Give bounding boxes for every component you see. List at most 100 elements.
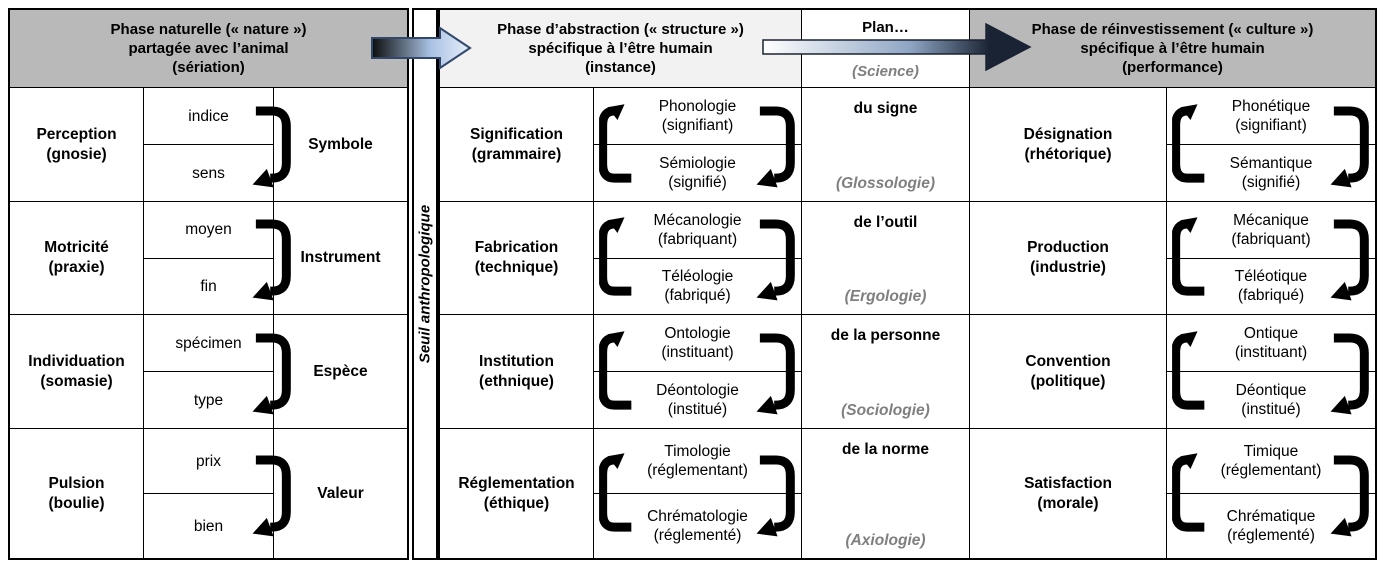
category-title: Motricité (44, 239, 109, 256)
anthropological-threshold-strip: Seuil anthropologique (412, 8, 438, 560)
category-subtitle: (industrie) (1030, 259, 1106, 276)
header-line: (instance) (585, 59, 656, 76)
culture-pair-cell: Timique (réglementant) Chrématique (régl… (1167, 429, 1375, 558)
nature-pair-cell: prix bien (144, 429, 274, 558)
category-subtitle: (éthique) (483, 494, 550, 512)
pair-bottom-label: type (193, 391, 224, 409)
transition-arrow-nature-to-structure-icon (371, 26, 472, 70)
pair-bottom-sublabel: (réglementé) (653, 527, 742, 544)
category-subtitle: (praxie) (48, 259, 105, 276)
category-subtitle: (politique) (1030, 372, 1106, 390)
plan-object-label: du signe (853, 100, 918, 117)
pair-bottom: sens (144, 145, 273, 201)
pair-top: moyen (144, 202, 273, 259)
culture-category-cell: Convention (politique) (970, 315, 1167, 429)
category-title: Pulsion (48, 474, 105, 492)
pair-top-label: prix (196, 452, 221, 470)
pair-bottom: Déontologie (institué) (594, 372, 801, 428)
nature-pair-cell: spécimen type (144, 315, 274, 429)
plan-object-label: de la norme (842, 441, 929, 458)
plan-cell: de la norme (Axiologie) (802, 429, 970, 558)
plan-title: Plan… (862, 19, 909, 36)
culture-category-cell: Désignation (rhétorique) (970, 88, 1167, 202)
header-line: Phase d’abstraction (« structure ») (497, 21, 744, 38)
header-line: Phase de réinvestissement (« culture ») (1031, 21, 1314, 38)
pair-top-sublabel: (instituant) (1234, 344, 1308, 361)
plan-cell: du signe (Glossologie) (802, 88, 970, 202)
nature-phase-header: Phase naturelle (« nature ») partagée av… (10, 10, 407, 88)
category-title: Désignation (1023, 125, 1113, 143)
header-line: spécifique à l’être humain (1080, 40, 1265, 57)
pair-bottom-label: fin (200, 277, 217, 295)
plan-cell: de l’outil (Ergologie) (802, 202, 970, 315)
nature-phase-table: Phase naturelle (« nature ») partagée av… (8, 8, 409, 560)
category-subtitle: (technique) (474, 259, 559, 276)
pair-bottom: bien (144, 494, 273, 558)
pair-bottom-sublabel: (réglementé) (1227, 527, 1315, 544)
pair-bottom-label: Sémantique (1229, 155, 1313, 172)
pair-bottom-sublabel: (institué) (667, 401, 728, 418)
nature-category-cell: Pulsion (boulie) (10, 429, 144, 558)
result-label: Valeur (317, 484, 364, 502)
pair-top: Ontique (instituant) (1167, 315, 1375, 372)
culture-pair-cell: Ontique (instituant) Déontique (institué… (1167, 315, 1375, 429)
plan-science-label: (Ergologie) (844, 288, 927, 305)
plan-object-label: de la personne (830, 327, 941, 344)
pair-bottom-sublabel: (institué) (1241, 401, 1301, 418)
pair-top: Phonologie (signifiant) (594, 88, 801, 145)
nature-category-cell: Motricité (praxie) (10, 202, 144, 315)
culture-pair-cell: Mécanique (fabriquant) Téléotique (fabri… (1167, 202, 1375, 315)
category-subtitle: (gnosie) (46, 145, 107, 163)
pair-top-sublabel: (signifiant) (661, 117, 734, 134)
header-line: spécifique à l’être humain (528, 40, 713, 57)
category-subtitle: (somasie) (40, 372, 113, 390)
pair-top-sublabel: (réglementant) (647, 462, 748, 479)
structure-category-cell: Fabrication (technique) (440, 202, 594, 315)
pair-top-label: spécimen (175, 334, 242, 352)
nature-pair-cell: indice sens (144, 88, 274, 202)
category-subtitle: (morale) (1037, 494, 1099, 512)
nature-pair-cell: moyen fin (144, 202, 274, 315)
category-title: Production (1027, 239, 1109, 256)
pair-top-label: Phonétique (1231, 98, 1311, 115)
nature-category-cell: Individuation (somasie) (10, 315, 144, 429)
plan-science-label: (Axiologie) (845, 532, 926, 549)
pair-bottom-label: Téléologie (661, 268, 734, 286)
structure-pair-cell: Phonologie (signifiant) Sémiologie (sign… (594, 88, 802, 202)
structure-category-cell: Institution (ethnique) (440, 315, 594, 429)
pair-bottom: Chrématologie (réglementé) (594, 494, 801, 558)
category-title: Signification (470, 125, 563, 143)
pair-top-label: Mécanique (1233, 211, 1309, 229)
pair-top-sublabel: (fabriquant) (1231, 230, 1311, 248)
nature-category-cell: Perception (gnosie) (10, 88, 144, 202)
pair-bottom-sublabel: (fabriqué) (1237, 287, 1305, 305)
header-line: (sériation) (172, 59, 245, 76)
header-line: partagée avec l’animal (128, 40, 289, 57)
pair-top: Mécanique (fabriquant) (1167, 202, 1375, 259)
pair-top: indice (144, 88, 273, 145)
pair-bottom: type (144, 372, 273, 428)
pair-top-sublabel: (fabriquant) (657, 230, 738, 248)
category-title: Réglementation (458, 474, 575, 492)
pair-bottom-label: bien (193, 517, 224, 535)
structure-category-cell: Signification (grammaire) (440, 88, 594, 202)
nature-result-cell: Instrument (274, 202, 407, 315)
plan-cell: de la personne (Sociologie) (802, 315, 970, 429)
plan-science-label: (Science) (852, 63, 919, 80)
plan-science-label: (Sociologie) (841, 402, 930, 419)
pair-top-label: Phonologie (658, 98, 737, 115)
category-subtitle: (rhétorique) (1024, 145, 1112, 163)
structure-pair-cell: Ontologie (instituant) Déontologie (inst… (594, 315, 802, 429)
structure-pair-cell: Timologie (réglementant) Chrématologie (… (594, 429, 802, 558)
pair-bottom-label: Déontique (1235, 382, 1307, 399)
category-subtitle: (ethnique) (479, 372, 554, 390)
pair-top: Phonétique (signifiant) (1167, 88, 1375, 145)
structure-culture-table: Phase d’abstraction (« structure ») spéc… (438, 8, 1377, 560)
pair-top: prix (144, 429, 273, 494)
structure-pair-cell: Mécanologie (fabriquant) Téléologie (fab… (594, 202, 802, 315)
pair-bottom: Déontique (institué) (1167, 372, 1375, 428)
pair-top-sublabel: (instituant) (661, 344, 734, 361)
pair-bottom-label: Sémiologie (659, 155, 736, 172)
pair-bottom: Chrématique (réglementé) (1167, 494, 1375, 558)
